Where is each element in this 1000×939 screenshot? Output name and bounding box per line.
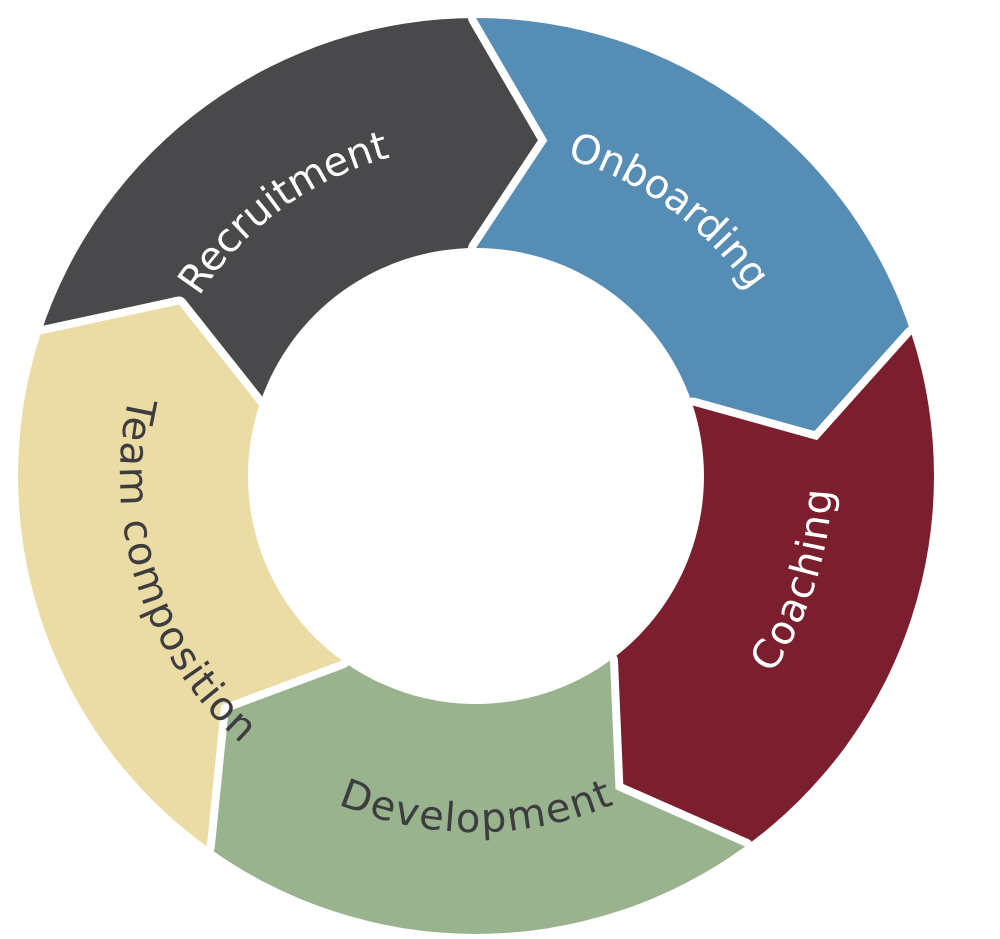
- segment-recruitment: Recruitment: [32, 10, 556, 414]
- segment-recruitment-arrow: [32, 10, 556, 414]
- segment-onboarding-arrow: [468, 10, 920, 449]
- segment-development: Development: [198, 652, 754, 939]
- segment-team-composition-arrow: [10, 296, 350, 855]
- segment-coaching-arrow: [602, 326, 942, 855]
- segment-onboarding: Onboarding: [468, 10, 920, 449]
- segment-development-arrow: [198, 652, 754, 939]
- segment-team-composition: Team composition: [10, 296, 350, 855]
- segment-coaching: Coaching: [602, 326, 942, 855]
